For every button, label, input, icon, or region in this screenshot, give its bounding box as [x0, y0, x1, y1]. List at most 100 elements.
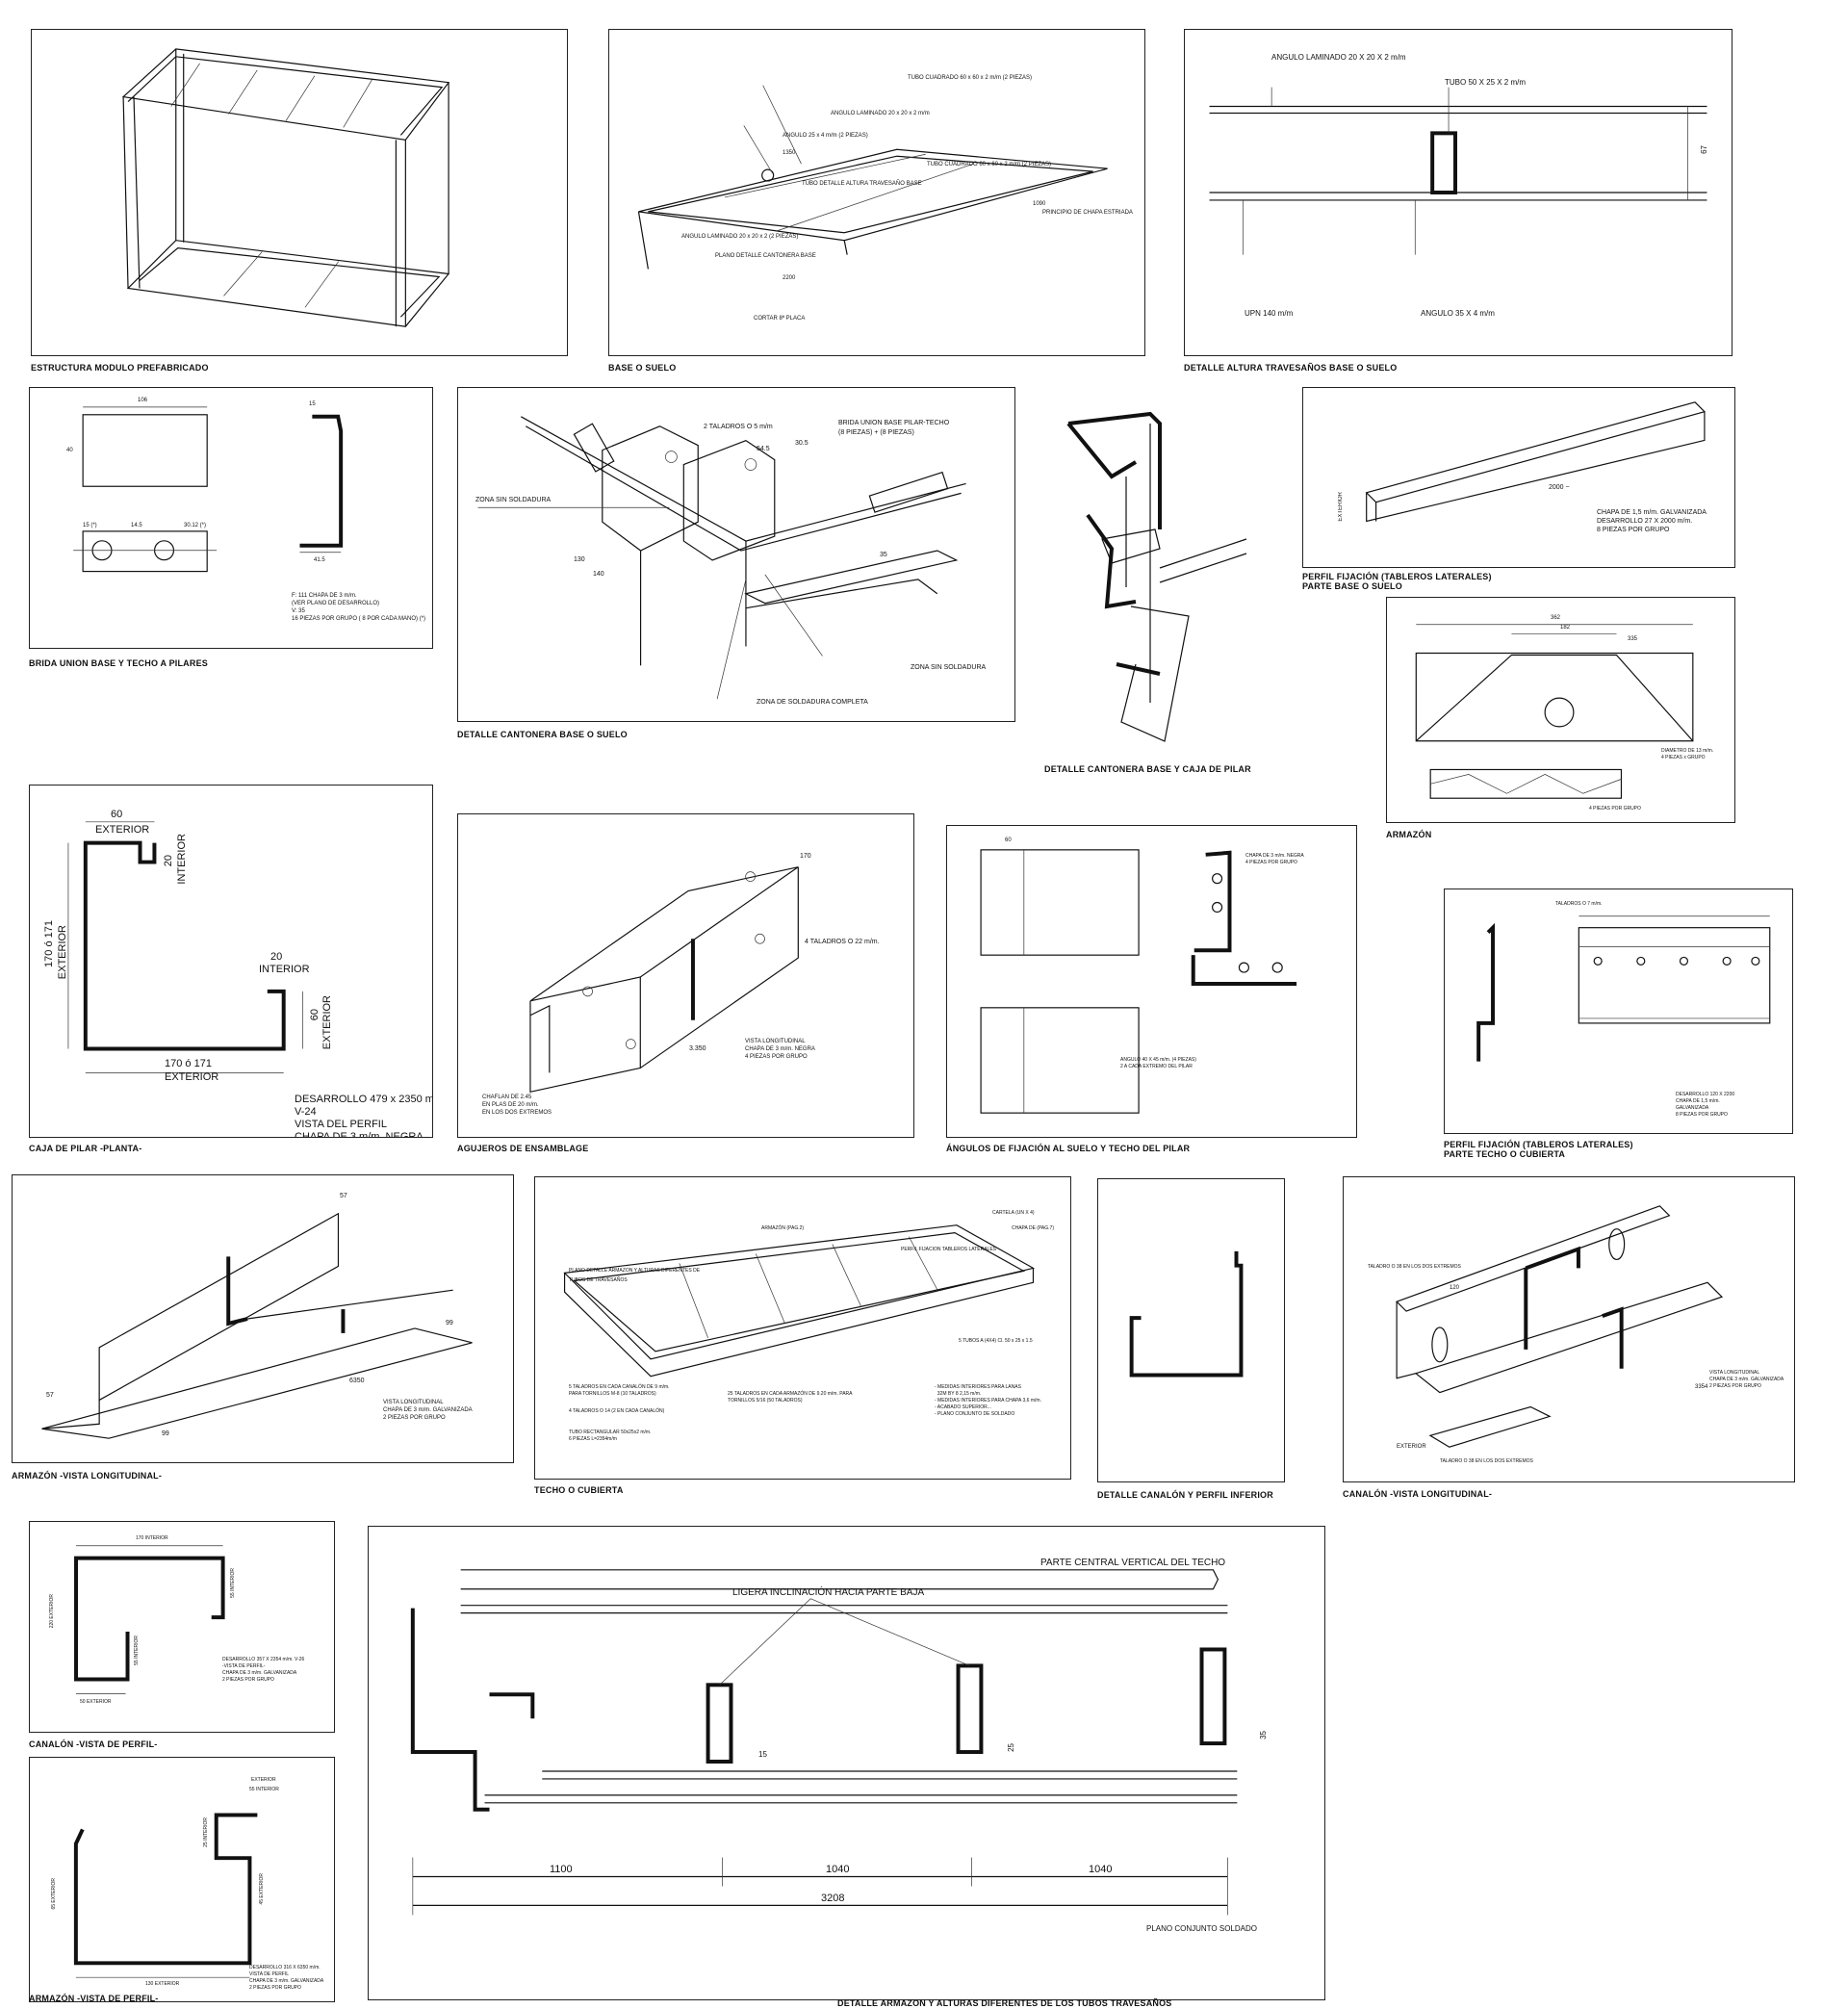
caption-p9: CAJA DE PILAR -PLANTA- — [29, 1144, 142, 1153]
dim-40: 40 — [66, 448, 73, 453]
label-interior-mid: INTERIOR — [259, 964, 310, 975]
caption-p7-line1: PERFIL FIJACIÓN (TABLEROS LATERALES) — [1302, 572, 1492, 581]
label-zona-completa: ZONA DE SOLDADURA COMPLETA — [757, 699, 868, 706]
dim-15-a: 15 (*) — [83, 523, 97, 528]
note-medidas: - MEDIDAS INTERIORES PARA LANAS 32M BY 8… — [935, 1384, 1041, 1417]
note-angulo-2piezas: ANGULO LAMINADO 20 x 20 x 2 (2 PIEZAS) — [681, 234, 799, 240]
note-tubo-rectangular: TUBO RECTANGULAR 50x25x2 m/m. 6 PIEZAS L… — [569, 1429, 652, 1442]
label-5-tubos: 5 TUBOS A (4X4) Cl. 50 x 25 x 1.5 — [959, 1338, 1033, 1344]
label-exterior-bottom: EXTERIOR — [165, 1071, 219, 1083]
brida-union-drawing — [73, 406, 344, 573]
dim-130: 130 — [574, 556, 585, 563]
dim-220-exterior: 220 EXTERIOR — [49, 1594, 55, 1629]
cantonera-pilar-drawing — [1066, 411, 1247, 742]
caption-p17: CANALÓN -VISTA DE PERFIL- — [29, 1739, 158, 1749]
label-angulo-laminado: ANGULO LAMINADO 20 X 20 X 2 m/m — [1271, 53, 1406, 62]
dim-30-12: 30.12 (*) — [184, 523, 207, 528]
dim-35: 35 — [1259, 1731, 1268, 1739]
dim-130-exterior: 130 EXTERIOR — [145, 1981, 180, 1987]
note-chaflan: CHAFLAN DE 2.45 EN PLAS DE 20 m/m. EN LO… — [482, 1095, 552, 1116]
label-170-left: 170 ó 171 — [43, 920, 55, 967]
estructura-modulo-drawing — [121, 48, 450, 327]
label-tubo-50: TUBO 50 X 25 X 2 m/m — [1445, 78, 1527, 87]
note-taladros-canalon: 5 TALADROS EN CADA CANALÓN DE 9 m/m. PAR… — [569, 1384, 670, 1397]
label-taladros-7: TALADROS O 7 m/m. — [1555, 901, 1603, 907]
note-plano-cantonera: PLANO DETALLE CANTONERA BASE — [715, 253, 816, 259]
dim-35: 35 — [880, 552, 887, 558]
note-4-piezas: 4 PIEZAS POR GRUPO — [1589, 806, 1641, 811]
dim-2200: 2200 — [783, 275, 796, 281]
caption-p12: PERFIL FIJACIÓN (TABLEROS LATERALES) PAR… — [1444, 1140, 1633, 1159]
panel-techo-cubierta: CARTELA (UN X 4) ARMAZÓN (PAG.2) CHAPA D… — [534, 1176, 1071, 1480]
panel-brida-union: 106 40 15 (*) 14.5 30.12 (*) 15 41.5 F: … — [29, 387, 433, 649]
note-tubo-travesano: TUBO DETALLE ALTURA TRAVESAÑO BASE — [802, 181, 922, 187]
label-20-mid: 20 — [270, 951, 283, 963]
caption-p2: BASE O SUELO — [608, 363, 677, 373]
label-taladro-38-b: TALADRO O 38 EN LOS DOS EXTREMOS — [1440, 1458, 1533, 1464]
dim-1350: 1350 — [783, 150, 796, 156]
dim-50-exterior: 50 EXTERIOR — [80, 1699, 112, 1705]
label-exterior-canalon: EXTERIOR — [1397, 1444, 1426, 1450]
panel-cantonera-pilar — [1044, 395, 1261, 751]
dim-exterior: EXTERIOR — [1338, 492, 1344, 522]
detalle-canalon-drawing — [1129, 1250, 1244, 1378]
caption-p7: PERFIL FIJACIÓN (TABLEROS LATERALES) PAR… — [1302, 572, 1492, 591]
label-upn: UPN 140 m/m — [1245, 309, 1294, 318]
dim-55-interior-b: 55 INTERIOR — [134, 1636, 140, 1665]
dim-55-interior: 55 INTERIOR — [249, 1787, 279, 1792]
note-perfil-techo: DESARROLLO 120 X 2200 CHAPA DE 1,5 m/m. … — [1676, 1092, 1735, 1118]
note-canalon-long: VISTA LONGITUDINAL CHAPA DE 3 m/m. GALVA… — [1709, 1370, 1784, 1389]
label-exterior-right: EXTERIOR — [321, 995, 333, 1050]
note-tubo-2: TUBO CUADRADO 60 x 60 x 2 m/m (2 PIEZAS) — [927, 162, 1052, 167]
label-taladro-38-a: TALADRO O 38 EN LOS DOS EXTREMOS — [1368, 1264, 1461, 1270]
dim-106: 106 — [138, 398, 148, 403]
dim-99-a: 99 — [162, 1430, 169, 1437]
dim-57-b: 57 — [46, 1392, 54, 1399]
panel-armazon: 362 182 335 DIAMETRO DE 13 m/m. 4 PIEZAS… — [1386, 597, 1735, 823]
dim-41-5: 41.5 — [314, 557, 325, 563]
canalon-longitudinal-drawing — [1396, 1205, 1724, 1448]
dim-15-b: 15 — [309, 401, 316, 407]
caja-pilar-drawing — [67, 821, 303, 1073]
dim-54-5: 54.5 — [757, 446, 770, 452]
note-angulo-25: ANGULO 25 x 4 m/m (2 PIEZAS) — [783, 133, 868, 139]
caption-p4: BRIDA UNION BASE Y TECHO A PILARES — [29, 658, 208, 668]
dim-25: 25 — [1007, 1743, 1015, 1752]
dim-182: 182 — [1560, 625, 1571, 631]
panel-base-suelo: TUBO CUADRADO 60 x 60 x 2 m/m (2 PIEZAS)… — [608, 29, 1145, 356]
caption-p5: DETALLE CANTONERA BASE O SUELO — [457, 730, 628, 739]
label-plano-conjunto: PLANO CONJUNTO SOLDADO — [1146, 1924, 1257, 1933]
caption-p12-line1: PERFIL FIJACIÓN (TABLEROS LATERALES) — [1444, 1140, 1633, 1149]
note-chapa-estriada: PRINCIPIO DE CHAPA ESTRIADA — [1042, 210, 1133, 216]
detalle-cantonera-drawing — [477, 416, 966, 700]
label-plano-detalle: PLANO DETALLE ARMAZON Y ALTURAS DIFERENT… — [569, 1268, 701, 1283]
label-angulo-35: ANGULO 35 X 4 m/m — [1421, 309, 1495, 318]
note-armazon-perfil: DESARROLLO 316 X 6350 m/m. VISTA DE PERF… — [249, 1965, 324, 1991]
caption-p10: AGUJEROS DE ENSAMBLAGE — [457, 1144, 589, 1153]
panel-estructura-modulo — [31, 29, 568, 356]
dim-170: 170 — [800, 853, 811, 860]
caption-p12-line2: PARTE TECHO O CUBIERTA — [1444, 1149, 1566, 1159]
dim-15: 15 — [758, 1750, 767, 1759]
label-armazon: ARMAZÓN (PAG.2) — [761, 1225, 805, 1231]
label-zona-sin-1: ZONA SIN SOLDADURA — [475, 497, 552, 503]
caption-p15: DETALLE CANALÓN Y PERFIL INFERIOR — [1097, 1490, 1273, 1500]
caption-p6: DETALLE CANTONERA BASE Y CAJA DE PILAR — [1044, 764, 1251, 774]
base-suelo-drawing — [637, 85, 1108, 270]
dim-60: 60 — [1005, 837, 1012, 843]
dim-exterior-top: EXTERIOR — [251, 1777, 276, 1783]
label-brida-union: BRIDA UNION BASE PILAR-TECHO — [838, 420, 950, 426]
panel-canalon-perfil: 170 INTERIOR 220 EXTERIOR 55 INTERIOR 55… — [29, 1521, 335, 1733]
dim-1090: 1090 — [1033, 201, 1046, 207]
label-60-top: 60 — [111, 809, 123, 820]
caption-p7-line2: PARTE BASE O SUELO — [1302, 581, 1402, 591]
dim-14-5: 14.5 — [131, 523, 142, 528]
label-4-taladros: 4 TALADROS O 22 m/m. — [805, 939, 880, 945]
caption-p13: ARMAZÓN -VISTA LONGITUDINAL- — [12, 1471, 163, 1481]
agujeros-drawing — [529, 866, 799, 1094]
label-interior-right: INTERIOR — [176, 834, 188, 885]
dim-99-b: 99 — [446, 1320, 453, 1326]
caption-p8: ARMAZÓN — [1386, 830, 1432, 839]
note-angulo-laminado: ANGULO LAMINADO 20 x 20 x 2 m/m — [831, 111, 930, 116]
label-cartela: CARTELA (UN X 4) — [992, 1210, 1035, 1216]
